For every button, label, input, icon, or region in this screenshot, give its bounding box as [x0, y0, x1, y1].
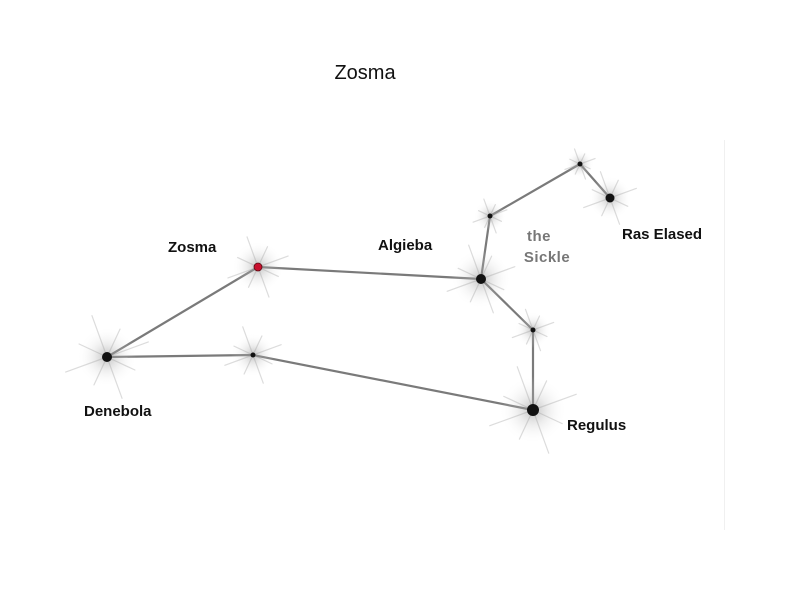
star-sickle-2 — [577, 161, 583, 167]
star-ras-elased — [605, 193, 615, 203]
connection-line-sickle-1-sickle-2 — [488, 162, 582, 218]
asterism-label-the: the — [527, 228, 551, 245]
star-chertan — [250, 352, 256, 358]
star-zosma — [253, 262, 263, 272]
star-algieba — [476, 274, 486, 284]
star-sickle-1 — [487, 213, 493, 219]
connection-line-zosma-algieba — [256, 265, 483, 281]
panel-divider — [724, 140, 725, 530]
star-label-algieba: Algieba — [378, 237, 433, 254]
star-denebola — [102, 352, 112, 362]
star-label-denebola: Denebola — [84, 403, 152, 420]
star-label-ras-elased: Ras Elased — [622, 226, 702, 243]
asterism-label-sickle: Sickle — [524, 249, 570, 266]
star-points — [102, 161, 615, 416]
page-title: Zosma — [334, 62, 396, 84]
star-regulus — [527, 404, 539, 416]
constellation-lines — [105, 162, 612, 412]
star-eta-leo — [530, 327, 536, 333]
star-label-zosma: Zosma — [168, 239, 217, 256]
star-glows — [65, 148, 637, 454]
connection-line-regulus-chertan — [251, 353, 535, 412]
star-label-regulus: Regulus — [567, 417, 626, 434]
